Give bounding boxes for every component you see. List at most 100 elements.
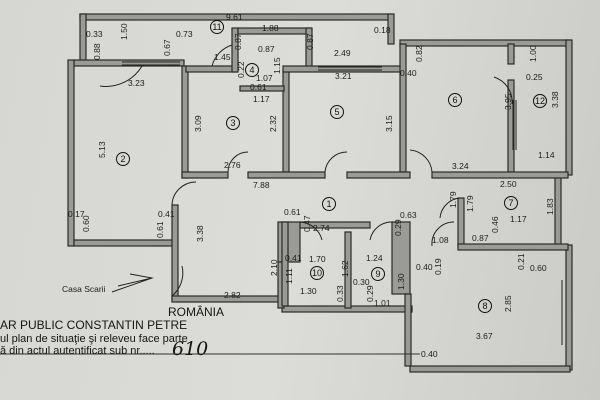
dimension-label: 0.25 (526, 72, 543, 82)
dimension-label: 1.79 (465, 195, 475, 212)
room-marker-1: 1 (322, 197, 336, 211)
wall (231, 27, 239, 73)
dimension-label: 0.61 (284, 207, 301, 217)
dimension-label: 0.40 (421, 349, 438, 359)
dimension-label: 0.87 (472, 233, 489, 243)
doors (99, 44, 513, 297)
room-marker-10: 10 (310, 266, 324, 280)
room-number: 3 (230, 118, 235, 128)
wall (185, 65, 237, 73)
dimension-label: 1.00 (528, 45, 538, 62)
dimension-label: 0.87 (305, 33, 315, 50)
stamp-country: ROMÂNIA (168, 305, 225, 319)
wall (399, 43, 407, 173)
wall (409, 365, 571, 373)
wall (181, 171, 229, 179)
wall (565, 39, 573, 176)
wall (181, 65, 189, 179)
dimension-label: 0.73 (176, 29, 193, 39)
wall (171, 204, 179, 301)
dimension-label: 0.60 (81, 215, 91, 232)
room-marker-3: 3 (226, 116, 240, 130)
room-circle (504, 196, 518, 210)
door-arc (409, 149, 433, 173)
room-number: 7 (508, 198, 513, 208)
dimension-label: 0.60 (530, 263, 547, 273)
dimension-label: 3.15 (384, 115, 394, 132)
dimension-label: 0.40 (416, 262, 433, 272)
room-circle (226, 116, 240, 130)
windows (122, 61, 563, 345)
dimension-label: 0.29 (365, 285, 375, 302)
dimension-label: 2.49 (334, 48, 351, 58)
dimension-label: 1.08 (432, 235, 449, 245)
room-marker-9: 9 (371, 267, 385, 281)
wall (404, 293, 412, 367)
room-marker-7: 7 (504, 196, 518, 210)
room-circle (533, 94, 547, 108)
dimension-label: 3.38 (195, 225, 205, 242)
dimension-label: 1.01 (374, 298, 391, 308)
wall (239, 85, 285, 92)
dimension-label: 1.17 (510, 214, 527, 224)
stamp-notary: AR PUBLIC CONSTANTIN PETRE (0, 318, 188, 332)
dimension-label: 0.40 (400, 68, 417, 78)
room-number: 10 (312, 268, 322, 278)
dimension-label: 1.62 (340, 260, 350, 277)
room-circle (310, 266, 324, 280)
dimension-label: 0.41 (285, 253, 302, 263)
dimension-label: 0.67 (162, 39, 172, 56)
dimension-label: 0.17 (68, 209, 85, 219)
wall (399, 39, 571, 47)
dimension-label: 3.21 (335, 71, 352, 81)
dimension-label: 1.88 (262, 23, 279, 33)
dimension-label: 2.82 (224, 290, 241, 300)
wall (507, 43, 515, 65)
dimension-label: 1.50 (119, 23, 129, 40)
wall (391, 221, 411, 295)
door-arc (227, 151, 249, 173)
dimension-label: 2.76 (224, 160, 241, 170)
wall (554, 174, 562, 246)
room-number: 6 (452, 95, 457, 105)
stair-label: Casa Scarii (62, 284, 106, 294)
room-circle (371, 267, 385, 281)
room-marker-12: 12 (533, 94, 547, 108)
dimension-label: 1.11 (284, 268, 294, 284)
door-arc (369, 221, 393, 241)
room-number: 11 (212, 22, 221, 32)
dimension-label: 1.30 (300, 286, 317, 296)
dimension-label: 0.87 (258, 44, 275, 54)
room-marker-11: 11 (210, 20, 224, 34)
wall (431, 171, 569, 179)
dimension-label: 0.88 (92, 43, 102, 60)
room-number: 8 (482, 301, 487, 311)
room-number: 2 (120, 154, 125, 164)
dimension-label: 0.61 (250, 82, 267, 92)
room-marker-5: 5 (330, 105, 344, 119)
door-arc (439, 197, 461, 219)
dimension-label: 0.29 (393, 219, 403, 236)
dimension-label: 3.95 (503, 93, 513, 110)
wall (299, 221, 371, 229)
wall (387, 13, 395, 45)
door-arc (324, 151, 348, 173)
dimension-label: 1.07 (256, 73, 273, 83)
room-marker-8: 8 (478, 299, 492, 313)
wall (457, 197, 465, 247)
room-circle (210, 20, 224, 34)
dimension-label: 1.79 (448, 191, 458, 208)
dimension-label: 7.88 (253, 180, 270, 190)
dimension-label: 0.47 (302, 215, 312, 232)
dimension-label: 1.17 (253, 94, 270, 104)
door-arc (171, 181, 197, 206)
door-arc (211, 44, 233, 67)
wall (346, 171, 411, 179)
stamp-line-1: ul plan de situaţie şi releveu face part… (0, 333, 188, 345)
dimension-label: 1.15 (272, 57, 282, 74)
dimension-label: 0.18 (374, 25, 391, 35)
